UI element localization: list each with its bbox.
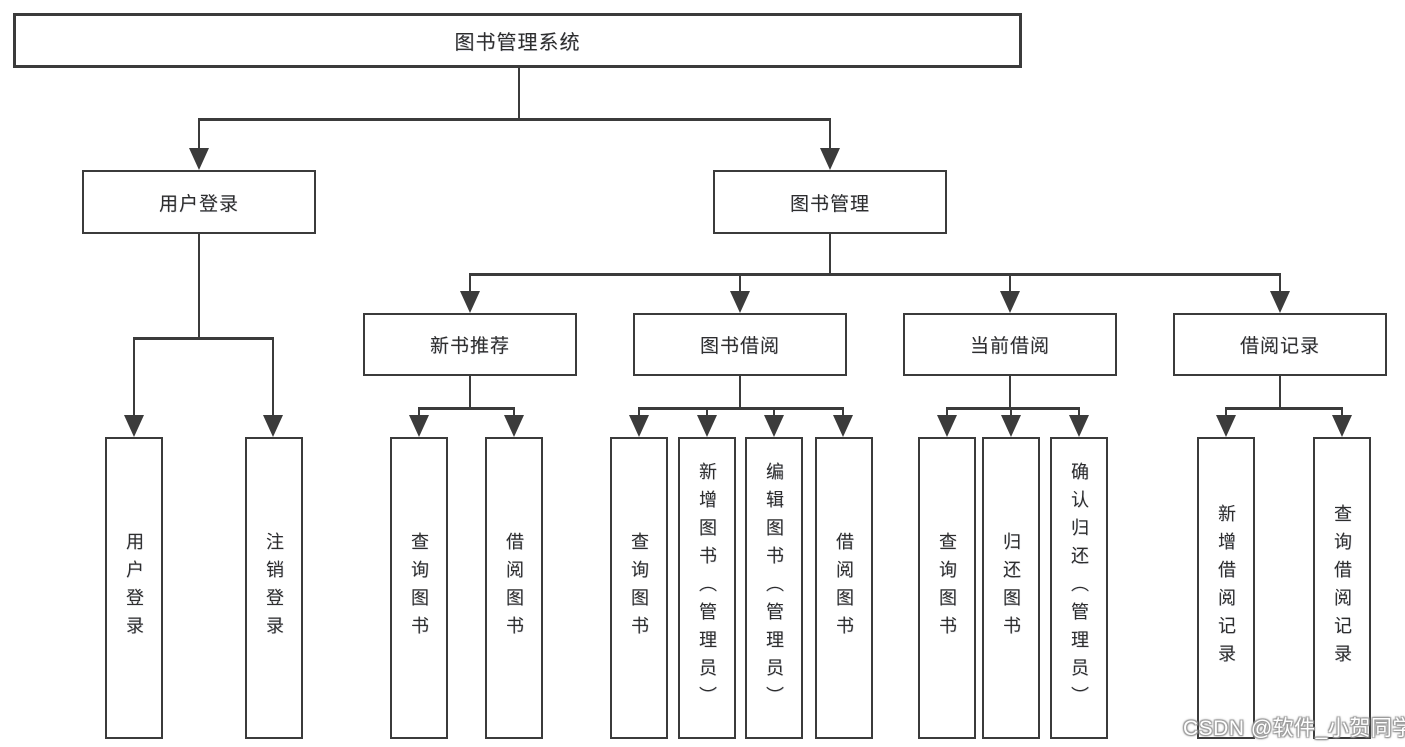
connector-drop [198,118,200,150]
connector-stem [1009,376,1011,410]
connector-drop [1009,273,1011,293]
arrowhead-down-icon [1270,291,1290,313]
connector-stem [198,234,200,340]
connector-stem [829,234,831,276]
node-borrowing-records: 借阅记录 [1173,313,1387,376]
arrowhead-down-icon [1001,415,1021,437]
node-user-login: 用户登录 [82,170,316,234]
leaf-query-books-borrowing: 查询图书 [610,437,668,739]
leaf-query-borrow-record: 查询借阅记录 [1313,437,1371,739]
node-library-system: 图书管理系统 [13,13,1022,68]
node-label: 注销登录 [264,532,284,644]
csdn-watermark: CSDN @软件_小贺同学 [1183,717,1405,740]
connector-drop [133,337,135,417]
connector-drop [513,407,515,417]
leaf-add-books-admin: 新增图书（管理员） [678,437,736,739]
connector-rail [1226,407,1342,410]
node-label: 借阅图书 [834,532,854,644]
node-label: 确认归还（管理员） [1069,462,1089,714]
node-label: 查询借阅记录 [1332,504,1352,672]
node-label: 图书借阅 [699,336,780,357]
node-label: 图书管理 [789,193,870,215]
leaf-borrow-books: 借阅图书 [815,437,873,739]
node-label: 新增图书（管理员） [697,462,717,714]
leaf-return-books: 归还图书 [982,437,1040,739]
arrowhead-down-icon [1332,415,1352,437]
arrowhead-down-icon [1216,415,1236,437]
connector-drop [1341,407,1343,417]
arrowhead-down-icon [124,415,144,437]
arrowhead-down-icon [629,415,649,437]
node-new-book-recommend: 新书推荐 [363,313,577,376]
arrowhead-down-icon [697,415,717,437]
node-label: 图书管理系统 [454,32,581,54]
arrowhead-down-icon [409,415,429,437]
arrowhead-down-icon [937,415,957,437]
connector-drop [272,337,274,417]
node-book-management: 图书管理 [713,170,947,234]
arrowhead-down-icon [764,415,784,437]
arrowhead-down-icon [189,148,209,170]
connector-drop [418,407,420,417]
connector-drop [773,407,775,417]
connector-drop [946,407,948,417]
node-label: 用户登录 [158,193,239,215]
node-label: 借阅图书 [504,532,524,644]
arrowhead-down-icon [730,291,750,313]
connector-drop [1078,407,1080,417]
connector-rail [199,118,830,121]
connector-drop [638,407,640,417]
leaf-confirm-return-admin: 确认归还（管理员） [1050,437,1108,739]
connector-drop [469,273,471,293]
arrowhead-down-icon [1000,291,1020,313]
node-label: 新书推荐 [429,336,510,357]
arrowhead-down-icon [833,415,853,437]
leaf-query-books-recommend: 查询图书 [390,437,448,739]
node-book-borrowing: 图书借阅 [633,313,847,376]
connector-rail [947,407,1079,410]
arrowhead-down-icon [1069,415,1089,437]
leaf-add-borrow-record: 新增借阅记录 [1197,437,1255,739]
connector-drop [1279,273,1281,293]
connector-drop [706,407,708,417]
node-label: 用户登录 [124,532,144,644]
connector-stem [739,376,741,410]
leaf-edit-books-admin: 编辑图书（管理员） [745,437,803,739]
connector-stem [469,376,471,410]
connector-drop [1010,407,1012,417]
arrowhead-down-icon [460,291,480,313]
connector-drop [1225,407,1227,417]
node-label: 当前借阅 [969,336,1050,357]
node-label: 新增借阅记录 [1216,504,1236,672]
arrowhead-down-icon [820,148,840,170]
connector-stem [518,68,520,121]
connector-drop [829,118,831,150]
arrowhead-down-icon [504,415,524,437]
node-label: 查询图书 [629,532,649,644]
connector-drop [842,407,844,417]
node-current-borrowing: 当前借阅 [903,313,1117,376]
node-label: 编辑图书（管理员） [764,462,784,714]
leaf-logout: 注销登录 [245,437,303,739]
connector-drop [739,273,741,293]
connector-rail [419,407,514,410]
connector-rail [639,407,843,410]
leaf-query-books-current: 查询图书 [918,437,976,739]
node-label: 查询图书 [409,532,429,644]
arrowhead-down-icon [263,415,283,437]
node-label: 查询图书 [937,532,957,644]
connector-rail [470,273,1280,276]
leaf-user-login: 用户登录 [105,437,163,739]
connector-stem [1279,376,1281,410]
node-label: 借阅记录 [1239,336,1320,357]
connector-rail [134,337,273,340]
leaf-borrow-books-recommend: 借阅图书 [485,437,543,739]
node-label: 归还图书 [1001,532,1021,644]
